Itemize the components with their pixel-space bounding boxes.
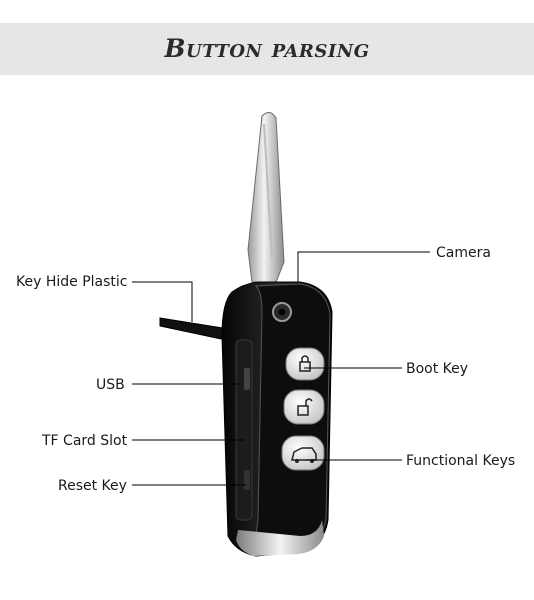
label-reset-key: Reset Key (58, 478, 127, 494)
label-boot-key: Boot Key (406, 361, 469, 377)
label-key-hide-plastic: Key Hide Plastic (16, 274, 128, 290)
label-tf-card-slot: TF Card Slot (42, 433, 128, 449)
title-banner: Button parsing (0, 23, 534, 75)
key-blade (247, 112, 285, 283)
page-title: Button parsing (164, 34, 370, 63)
leader-lines (132, 251, 430, 486)
label-camera: Camera (436, 245, 491, 261)
label-usb: USB (96, 377, 125, 393)
unlock-icon (297, 398, 313, 416)
unlock-key-button[interactable] (283, 389, 325, 425)
boot-key-button[interactable] (285, 347, 325, 381)
camera-lens (272, 302, 292, 322)
label-functional-keys: Functional Keys (406, 453, 516, 469)
functional-key-button[interactable] (281, 435, 325, 471)
lock-icon (299, 355, 311, 372)
